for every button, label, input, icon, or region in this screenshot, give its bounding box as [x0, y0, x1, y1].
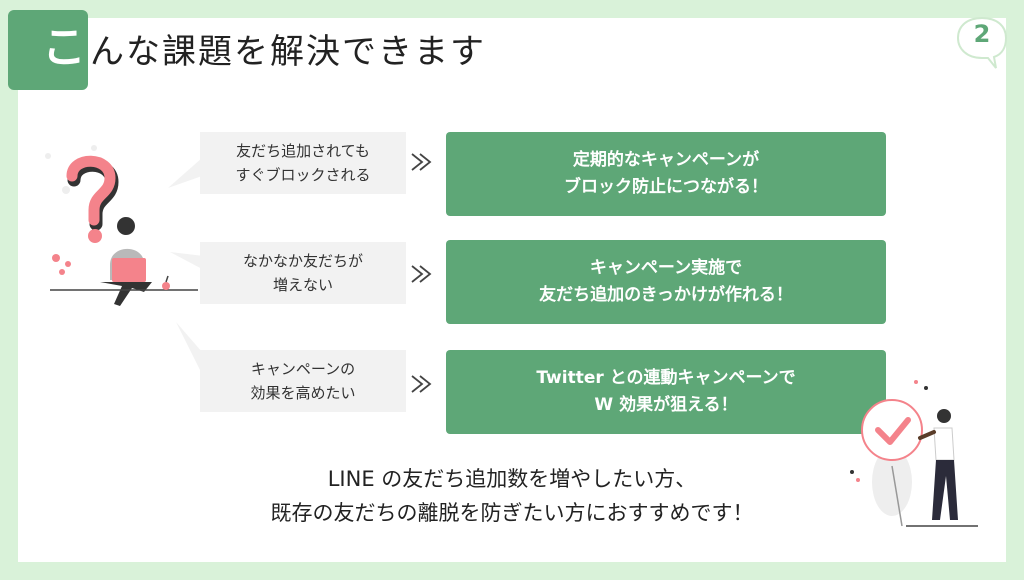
summary-line-2: 既存の友だちの離脱を防ぎたい方におすすめです！ — [270, 501, 754, 525]
question-person-illustration — [45, 145, 198, 306]
solution-box-2: キャンペーン実施で 友だち追加のきっかけが作れる！ — [446, 240, 886, 324]
problem-bubble-1: 友だち追加されても すぐブロックされる — [200, 132, 406, 194]
problem-text-1: 友だち追加されても すぐブロックされる — [235, 142, 371, 184]
title-first-char: こ — [42, 22, 86, 73]
solution-text-3: Twitter との連動キャンペーンで W 効果が狙える！ — [536, 367, 796, 415]
bubble-tail — [176, 322, 202, 374]
solution-box-3: Twitter との連動キャンペーンで W 効果が狙える！ — [446, 350, 886, 434]
double-chevron-right-icon — [411, 375, 432, 393]
solution-text-1: 定期的なキャンペーンが ブロック防止につながる！ — [564, 149, 768, 197]
page-title: んな課題を解決できます — [90, 32, 486, 72]
solution-text-2: キャンペーン実施で 友だち追加のきっかけが作れる！ — [539, 257, 793, 305]
summary-line-1: LINE の友だち追加数を増やしたい方、 — [327, 467, 697, 491]
problem-text-3: キャンペーンの 効果を高めたい — [250, 360, 356, 402]
check-woman-illustration — [850, 380, 978, 527]
bubble-tail — [168, 158, 202, 188]
bubble-tail — [170, 252, 204, 270]
page-number: 2 — [973, 20, 991, 48]
solution-box-1: 定期的なキャンペーンが ブロック防止につながる！ — [446, 132, 886, 216]
title-accent-block — [8, 10, 88, 90]
problem-text-2: なかなか友だちが 増えない — [242, 252, 363, 294]
speech-bubble-icon — [956, 16, 1008, 69]
double-chevron-right-icon — [411, 153, 432, 171]
double-chevron-right-icon — [411, 265, 432, 283]
problem-bubble-2: なかなか友だちが 増えない — [200, 242, 406, 304]
problem-bubble-3: キャンペーンの 効果を高めたい — [200, 350, 406, 412]
page-number-badge: 2 — [954, 14, 1010, 69]
